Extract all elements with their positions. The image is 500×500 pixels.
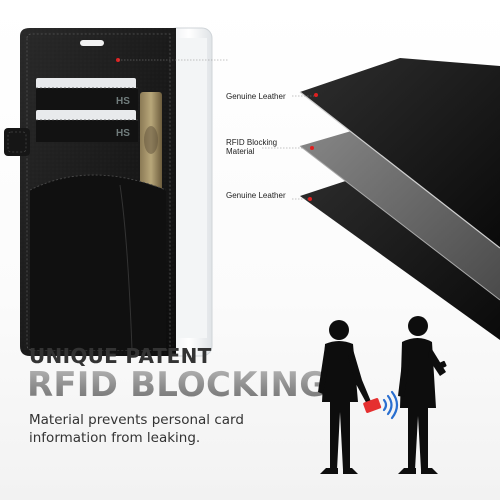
rfid-card: [363, 397, 382, 413]
wifi-signal-icon: [382, 390, 399, 420]
description-text: Material prevents personal card informat…: [29, 412, 244, 446]
headline-rfid-blocking: RFID BLOCKING: [27, 365, 328, 405]
layer-label-middle: RFID Blocking Material: [226, 138, 278, 156]
layer-label-bottom: Genuine Leather: [226, 191, 286, 200]
svg-text:HS: HS: [116, 128, 130, 139]
svg-text:HS: HS: [116, 96, 130, 107]
silhouette-right-person: [398, 316, 447, 474]
sheet-top-leather: [300, 58, 500, 248]
silhouette-left-person: [318, 320, 372, 474]
headline-unique-patent: UNIQUE PATENT: [29, 344, 212, 368]
layer-label-top: Genuine Leather: [226, 92, 286, 101]
